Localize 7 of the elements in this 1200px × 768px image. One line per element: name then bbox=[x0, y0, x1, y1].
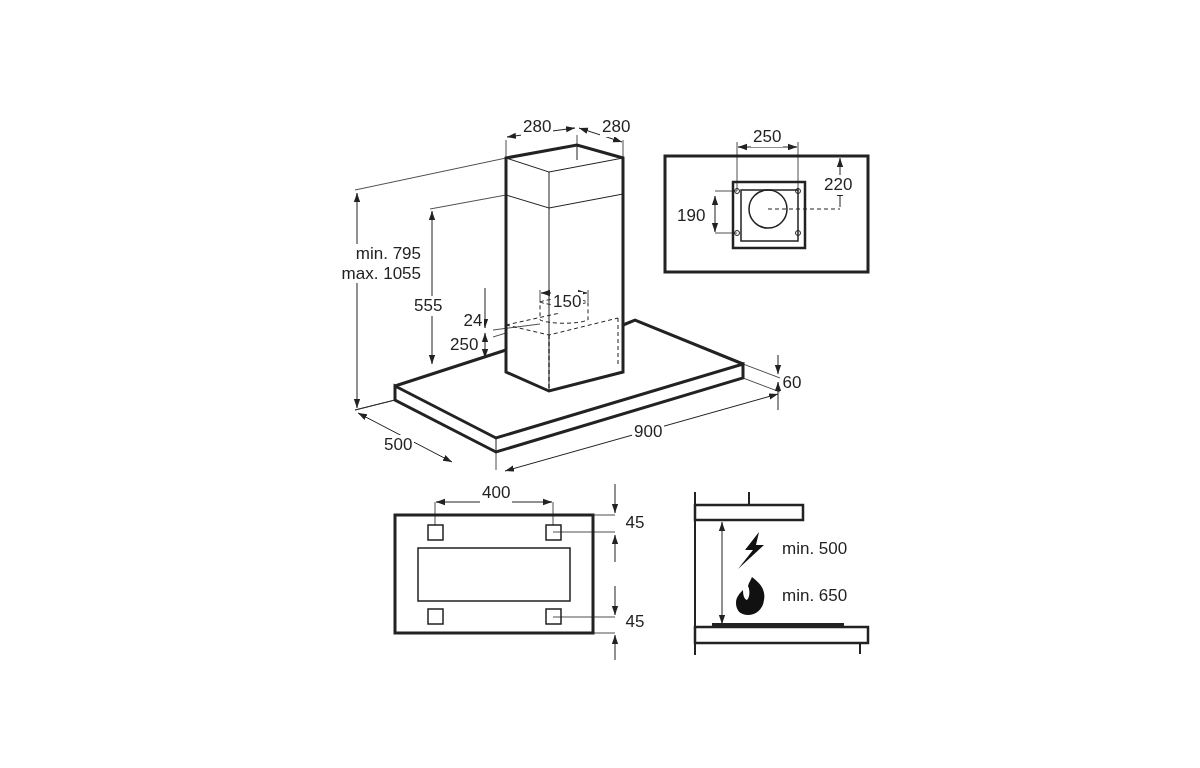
dimension-label: 220 bbox=[822, 175, 855, 195]
dimension-label: 400 bbox=[480, 483, 513, 503]
dimension-label: 250 bbox=[751, 127, 784, 147]
dimension-label: 555 bbox=[412, 296, 445, 316]
dimension-label: 60 bbox=[780, 373, 804, 393]
dimension-label: 280 bbox=[600, 117, 633, 137]
dimension-label: 280 bbox=[521, 117, 554, 137]
